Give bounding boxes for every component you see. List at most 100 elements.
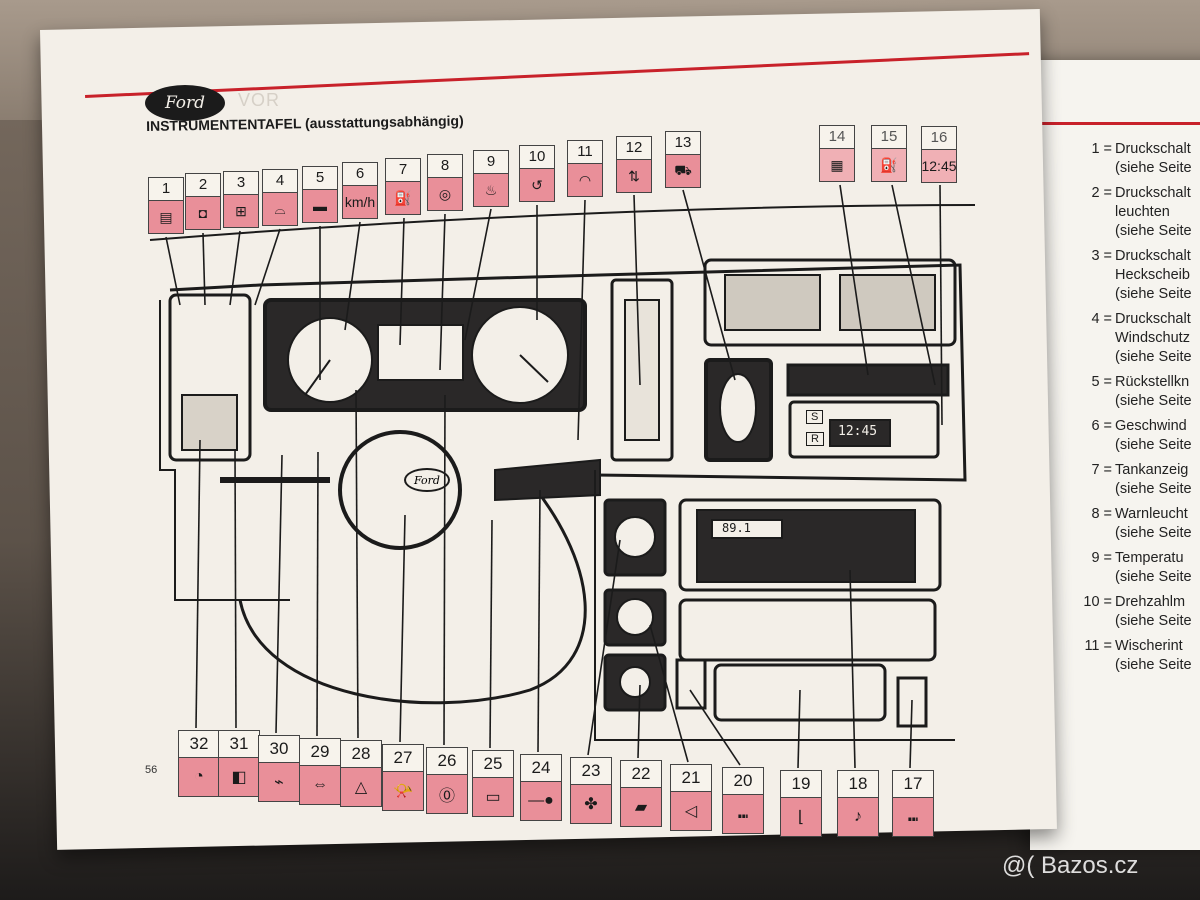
oil-pressure-icon: ⌁ xyxy=(258,762,300,802)
callout-15: 15⛽ xyxy=(871,125,907,182)
pushbutton-light-icon: ◘ xyxy=(185,196,221,230)
callout-19: 19⌊ xyxy=(780,770,822,837)
legend-number: 7 = xyxy=(1091,462,1112,478)
reset-button-icon: ▬ xyxy=(302,189,338,223)
callout-number: 8 xyxy=(427,154,463,177)
legend-number: 9 = xyxy=(1091,550,1112,566)
tachometer-icon: ↺ xyxy=(519,168,555,202)
callout-number: 28 xyxy=(340,740,382,767)
callout-number: 25 xyxy=(472,750,514,777)
legend-line: Warnleucht xyxy=(1115,506,1188,522)
callout-8: 8◎ xyxy=(427,154,463,211)
seat-heater-icon: ⑉ xyxy=(892,797,934,837)
callout-number: 22 xyxy=(620,760,662,787)
legend-line: Druckschalt xyxy=(1115,141,1191,157)
hazard-warning-icon: △ xyxy=(340,767,382,807)
horn-icon: 📯 xyxy=(382,771,424,811)
callout-number: 11 xyxy=(567,140,603,163)
callout-9: 9♨ xyxy=(473,150,509,207)
callout-number: 26 xyxy=(426,747,468,774)
legend-item: 8 =Warnleucht (siehe Seite xyxy=(1060,505,1200,543)
callout-number: 2 xyxy=(185,173,221,196)
legend-item: 11 =Wischerint(siehe Seite xyxy=(1060,637,1200,675)
legend-item: 10 =Drehzahlm (siehe Seite xyxy=(1060,593,1200,631)
callout-22: 22▰ xyxy=(620,760,662,827)
legend-number: 5 = xyxy=(1091,374,1112,390)
legend-text: Rückstellkn (siehe Seite xyxy=(1115,373,1192,411)
windscreen-heater-icon: ⌓ xyxy=(262,192,298,226)
legend-text: Warnleucht (siehe Seite xyxy=(1115,505,1192,543)
callout-14: 14▦ xyxy=(819,125,855,182)
callout-number: 27 xyxy=(382,744,424,771)
legend-line: (siehe Seite xyxy=(1115,393,1192,409)
legend-text: Tankanzeig(siehe Seite xyxy=(1115,461,1192,499)
callout-number: 3 xyxy=(223,171,259,194)
legend-item: 7 =Tankanzeig(siehe Seite xyxy=(1060,461,1200,499)
legend-line: (siehe Seite xyxy=(1115,525,1192,541)
callout-number: 21 xyxy=(670,764,712,791)
warning-light-icon: ◎ xyxy=(427,177,463,211)
callout-2: 2◘ xyxy=(185,173,221,230)
callout-number: 13 xyxy=(665,131,701,154)
callout-5: 5▬ xyxy=(302,166,338,223)
legend-line: Rückstellkn xyxy=(1115,374,1190,390)
legend-line: (siehe Seite xyxy=(1115,613,1192,629)
legend-line: (siehe Seite xyxy=(1115,349,1192,365)
callout-number: 7 xyxy=(385,158,421,181)
fan-icon: ✤ xyxy=(570,784,612,824)
legend-line: (siehe Seite xyxy=(1115,160,1192,176)
steering-wheel-logo: Ford xyxy=(404,468,450,492)
callout-3: 3⊞ xyxy=(223,171,259,228)
callout-number: 17 xyxy=(892,770,934,797)
wiper-interval-icon: ◠ xyxy=(567,163,603,197)
gauge-icon: ◔ xyxy=(178,757,220,797)
legend-line: (siehe Seite xyxy=(1115,223,1192,239)
callout-20: 20⑉ xyxy=(722,767,764,834)
callout-32: 32◔ xyxy=(178,730,220,797)
legend-line: Windschutz xyxy=(1115,330,1190,346)
legend-text: Temperatu(siehe Seite xyxy=(1115,549,1192,587)
legend-text: Geschwind(siehe Seite xyxy=(1115,417,1192,455)
callout-number: 32 xyxy=(178,730,220,757)
legend-line: (siehe Seite xyxy=(1115,481,1192,497)
seat-adjust-icon: ⌊ xyxy=(780,797,822,837)
callout-31: 31◧ xyxy=(218,730,260,797)
callout-1: 1▤ xyxy=(148,177,184,234)
legend-line: leuchten xyxy=(1115,204,1170,220)
page-number: 56 xyxy=(145,764,158,776)
turn-signal-icon: ⇔ xyxy=(299,765,341,805)
callout-12: 12⇅ xyxy=(616,136,652,193)
callout-13: 13⛟ xyxy=(665,131,701,188)
callout-number: 31 xyxy=(218,730,260,757)
cigarette-lighter-icon: ▰ xyxy=(620,787,662,827)
speedometer-icon: km/h xyxy=(342,185,378,219)
legend-line: Drehzahlm xyxy=(1115,594,1186,610)
callout-number: 15 xyxy=(871,125,907,148)
callout-17: 17⑉ xyxy=(892,770,934,837)
legend-number: 1 = xyxy=(1091,141,1112,157)
pushbutton-light-icon: ▤ xyxy=(148,200,184,234)
legend-line: (siehe Seite xyxy=(1115,657,1192,673)
clock-button-s: S xyxy=(806,410,824,424)
legend-number: 10 = xyxy=(1083,594,1112,610)
temperature-gauge-icon: ♨ xyxy=(473,173,509,207)
callout-number: 1 xyxy=(148,177,184,200)
legend-number: 8 = xyxy=(1091,506,1112,522)
seat-heater-icon: ⑉ xyxy=(722,794,764,834)
callout-10: 10↺ xyxy=(519,145,555,202)
key-lever-icon: —● xyxy=(520,781,562,821)
callout-24: 24—● xyxy=(520,754,562,821)
legend-text: Druckschalt (siehe Seite xyxy=(1115,140,1192,178)
legend-item: 1 =Druckschalt (siehe Seite xyxy=(1060,140,1200,178)
legend-text: Wischerint (siehe Seite xyxy=(1115,637,1192,675)
clock-button-r: R xyxy=(806,432,824,446)
display-icon: ▦ xyxy=(819,148,855,182)
legend-line: Wischerint xyxy=(1115,638,1183,654)
fuel-display-icon: ⛽ xyxy=(871,148,907,182)
legend-item: 5 =Rückstellkn (siehe Seite xyxy=(1060,373,1200,411)
